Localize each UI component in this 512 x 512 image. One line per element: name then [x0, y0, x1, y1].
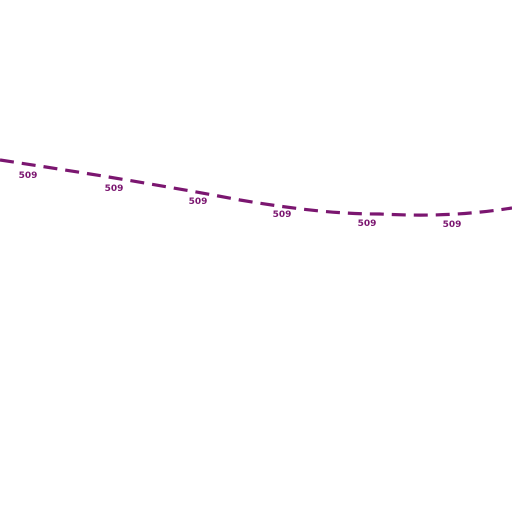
route-label: 509	[105, 184, 124, 194]
route-label: 509	[19, 171, 38, 181]
route-label: 509	[443, 220, 462, 230]
route-label: 509	[273, 210, 292, 220]
route-509-line[interactable]	[0, 158, 512, 217]
route-label: 509	[358, 219, 377, 229]
route-label: 509	[189, 197, 208, 207]
